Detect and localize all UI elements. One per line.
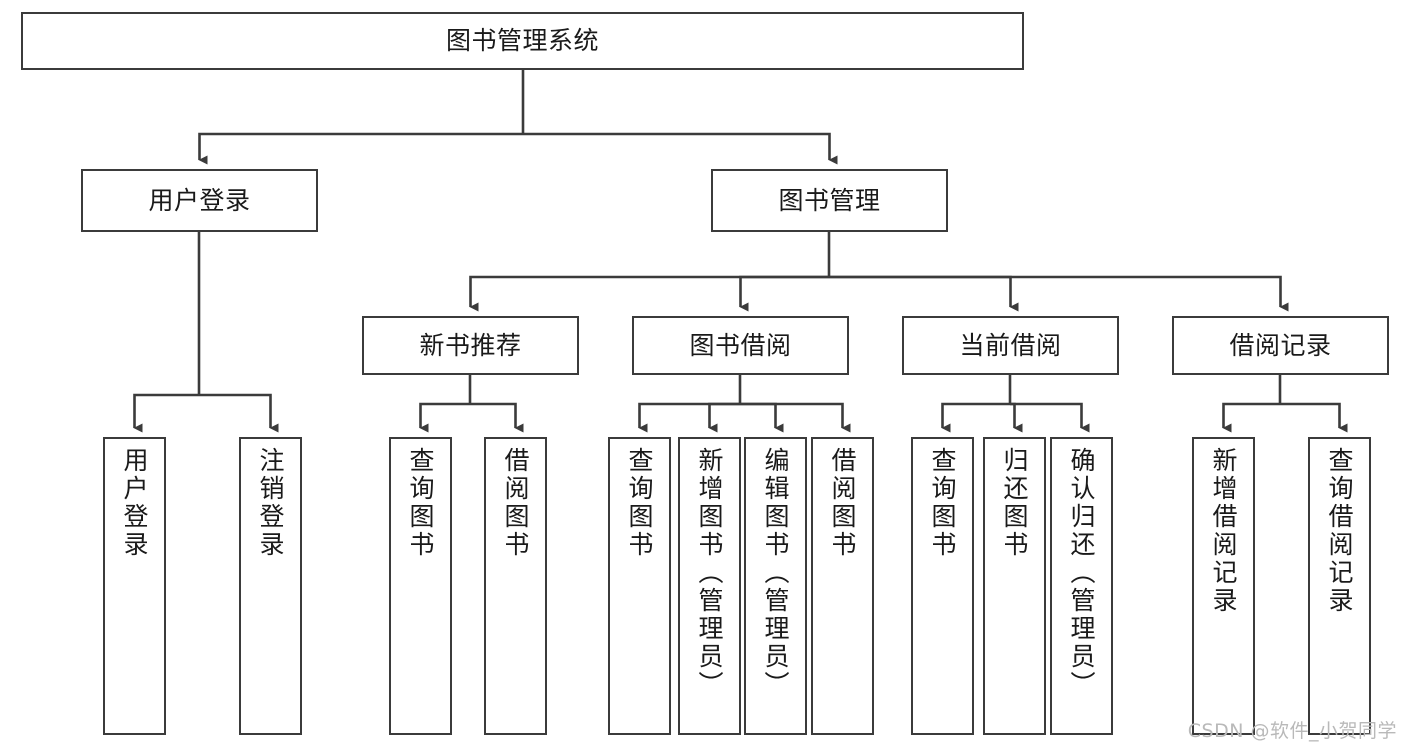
- node-label: 确认归还（管理员）: [1067, 447, 1096, 699]
- connector-root-to-user-login: [198, 132, 523, 165]
- node-leaf-borrow-book-rec[interactable]: 借阅图书: [484, 437, 547, 735]
- node-label: 新书推荐: [419, 330, 522, 360]
- node-current-borrow[interactable]: 当前借阅: [902, 316, 1119, 375]
- node-leaf-query-book-current[interactable]: 查询图书: [911, 437, 974, 735]
- node-leaf-query-book-rec[interactable]: 查询图书: [389, 437, 452, 735]
- connector-book-management-to-borrow-record: [829, 275, 1289, 312]
- node-label: 图书借阅: [689, 330, 792, 360]
- node-label: 新增图书（管理员）: [695, 447, 724, 699]
- node-leaf-user-login[interactable]: 用户登录: [103, 437, 166, 735]
- connector-current-borrow-to-leaf-query-book-current: [941, 402, 1010, 433]
- node-user-login[interactable]: 用户登录: [81, 169, 318, 232]
- connector-new-book-recommend-to-leaf-borrow-book-rec: [470, 402, 524, 433]
- node-book-borrow[interactable]: 图书借阅: [632, 316, 849, 375]
- connector-book-management-to-new-book-recommend: [469, 275, 829, 312]
- node-label: 新增借阅记录: [1209, 447, 1238, 615]
- node-label: 借阅记录: [1229, 330, 1332, 360]
- connector-book-management-to-book-borrow: [739, 275, 829, 312]
- node-label: 用户登录: [148, 185, 251, 215]
- node-label: 查询图书: [928, 447, 957, 559]
- connector-book-management-to-current-borrow: [829, 275, 1019, 312]
- connector-new-book-recommend-to-leaf-query-book-rec: [419, 402, 470, 433]
- node-leaf-confirm-return[interactable]: 确认归还（管理员）: [1050, 437, 1113, 735]
- connector-current-borrow-to-leaf-confirm-return: [1010, 402, 1090, 433]
- connector-borrow-record-to-leaf-query-borrow-record: [1280, 402, 1348, 433]
- connector-root-to-book-management: [523, 132, 838, 165]
- node-label: 用户登录: [120, 447, 149, 559]
- node-leaf-query-borrow-record[interactable]: 查询借阅记录: [1308, 437, 1371, 735]
- node-label: 图书管理系统: [445, 26, 599, 55]
- node-label: 借阅图书: [501, 447, 530, 559]
- node-label: 当前借阅: [959, 330, 1062, 360]
- connector-user-login-to-leaf-logout: [199, 393, 279, 433]
- node-label: 编辑图书（管理员）: [761, 447, 790, 699]
- connector-user-login-to-leaf-user-login: [133, 393, 199, 433]
- connector-book-borrow-to-leaf-edit-book: [740, 402, 784, 433]
- node-leaf-add-book[interactable]: 新增图书（管理员）: [678, 437, 741, 735]
- node-label: 图书管理: [778, 185, 881, 215]
- node-leaf-edit-book[interactable]: 编辑图书（管理员）: [744, 437, 807, 735]
- connector-borrow-record-to-leaf-add-borrow-record: [1222, 402, 1280, 433]
- node-new-book-recommend[interactable]: 新书推荐: [362, 316, 579, 375]
- node-leaf-add-borrow-record[interactable]: 新增借阅记录: [1192, 437, 1255, 735]
- node-book-management[interactable]: 图书管理: [711, 169, 948, 232]
- connector-book-borrow-to-leaf-query-book-borrow: [638, 402, 740, 433]
- node-label: 查询借阅记录: [1325, 447, 1354, 615]
- node-label: 归还图书: [1000, 447, 1029, 559]
- node-label: 查询图书: [406, 447, 435, 559]
- node-label: 查询图书: [625, 447, 654, 559]
- node-borrow-record[interactable]: 借阅记录: [1172, 316, 1389, 375]
- connector-book-borrow-to-leaf-add-book: [708, 402, 740, 433]
- node-label: 借阅图书: [828, 447, 857, 559]
- connector-book-borrow-to-leaf-borrow-book: [740, 402, 851, 433]
- node-label: 注销登录: [256, 447, 285, 559]
- node-leaf-logout[interactable]: 注销登录: [239, 437, 302, 735]
- node-root[interactable]: 图书管理系统: [21, 12, 1024, 70]
- connector-current-borrow-to-leaf-return-book: [1010, 402, 1023, 433]
- node-leaf-return-book[interactable]: 归还图书: [983, 437, 1046, 735]
- node-leaf-borrow-book[interactable]: 借阅图书: [811, 437, 874, 735]
- node-leaf-query-book-borrow[interactable]: 查询图书: [608, 437, 671, 735]
